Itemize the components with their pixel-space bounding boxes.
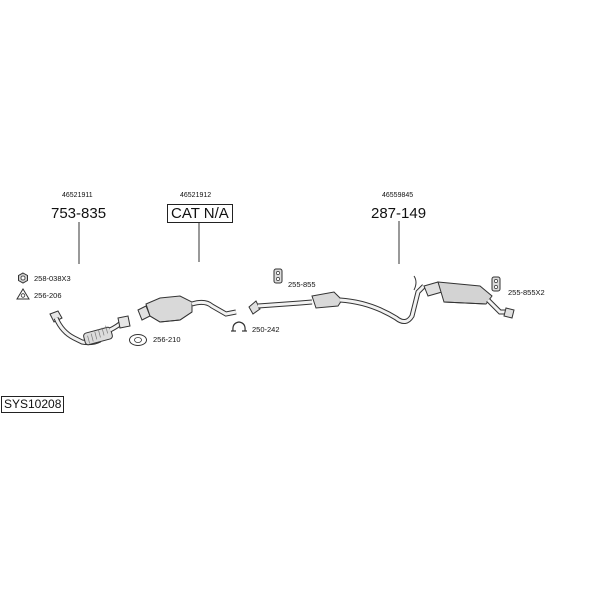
flange-gasket-icon	[129, 334, 147, 346]
accessory-label[interactable]: 250-242	[252, 325, 280, 334]
part-number-label[interactable]: CAT N/A	[167, 204, 233, 223]
oe-number-label: 46559845	[382, 192, 414, 199]
accessory-label[interactable]: 256-206	[34, 291, 62, 300]
rubber-hanger-icon	[491, 276, 501, 292]
part-number-label[interactable]: 753-835	[51, 205, 107, 222]
clamp-icon	[231, 321, 247, 332]
catalytic-converter-part	[137, 295, 237, 323]
oe-number-label: 46521912	[180, 192, 212, 199]
accessory-label[interactable]: 258-038X3	[34, 274, 71, 283]
oe-number-label: 46521911	[62, 192, 93, 199]
front-pipe-part	[49, 310, 131, 346]
nut-icon	[18, 272, 28, 284]
rear-silencer-part	[413, 275, 515, 319]
accessory-label[interactable]: 255-855X2	[508, 288, 545, 297]
system-code-label: SYS10208	[1, 396, 65, 413]
middle-pipe-part	[248, 284, 426, 324]
accessory-label[interactable]: 255-855	[288, 280, 316, 289]
accessory-label[interactable]: 256-210	[153, 335, 181, 344]
rubber-hanger-icon	[273, 268, 283, 284]
triangle-gasket-icon	[16, 288, 30, 300]
part-number-label[interactable]: 287-149	[371, 205, 427, 222]
